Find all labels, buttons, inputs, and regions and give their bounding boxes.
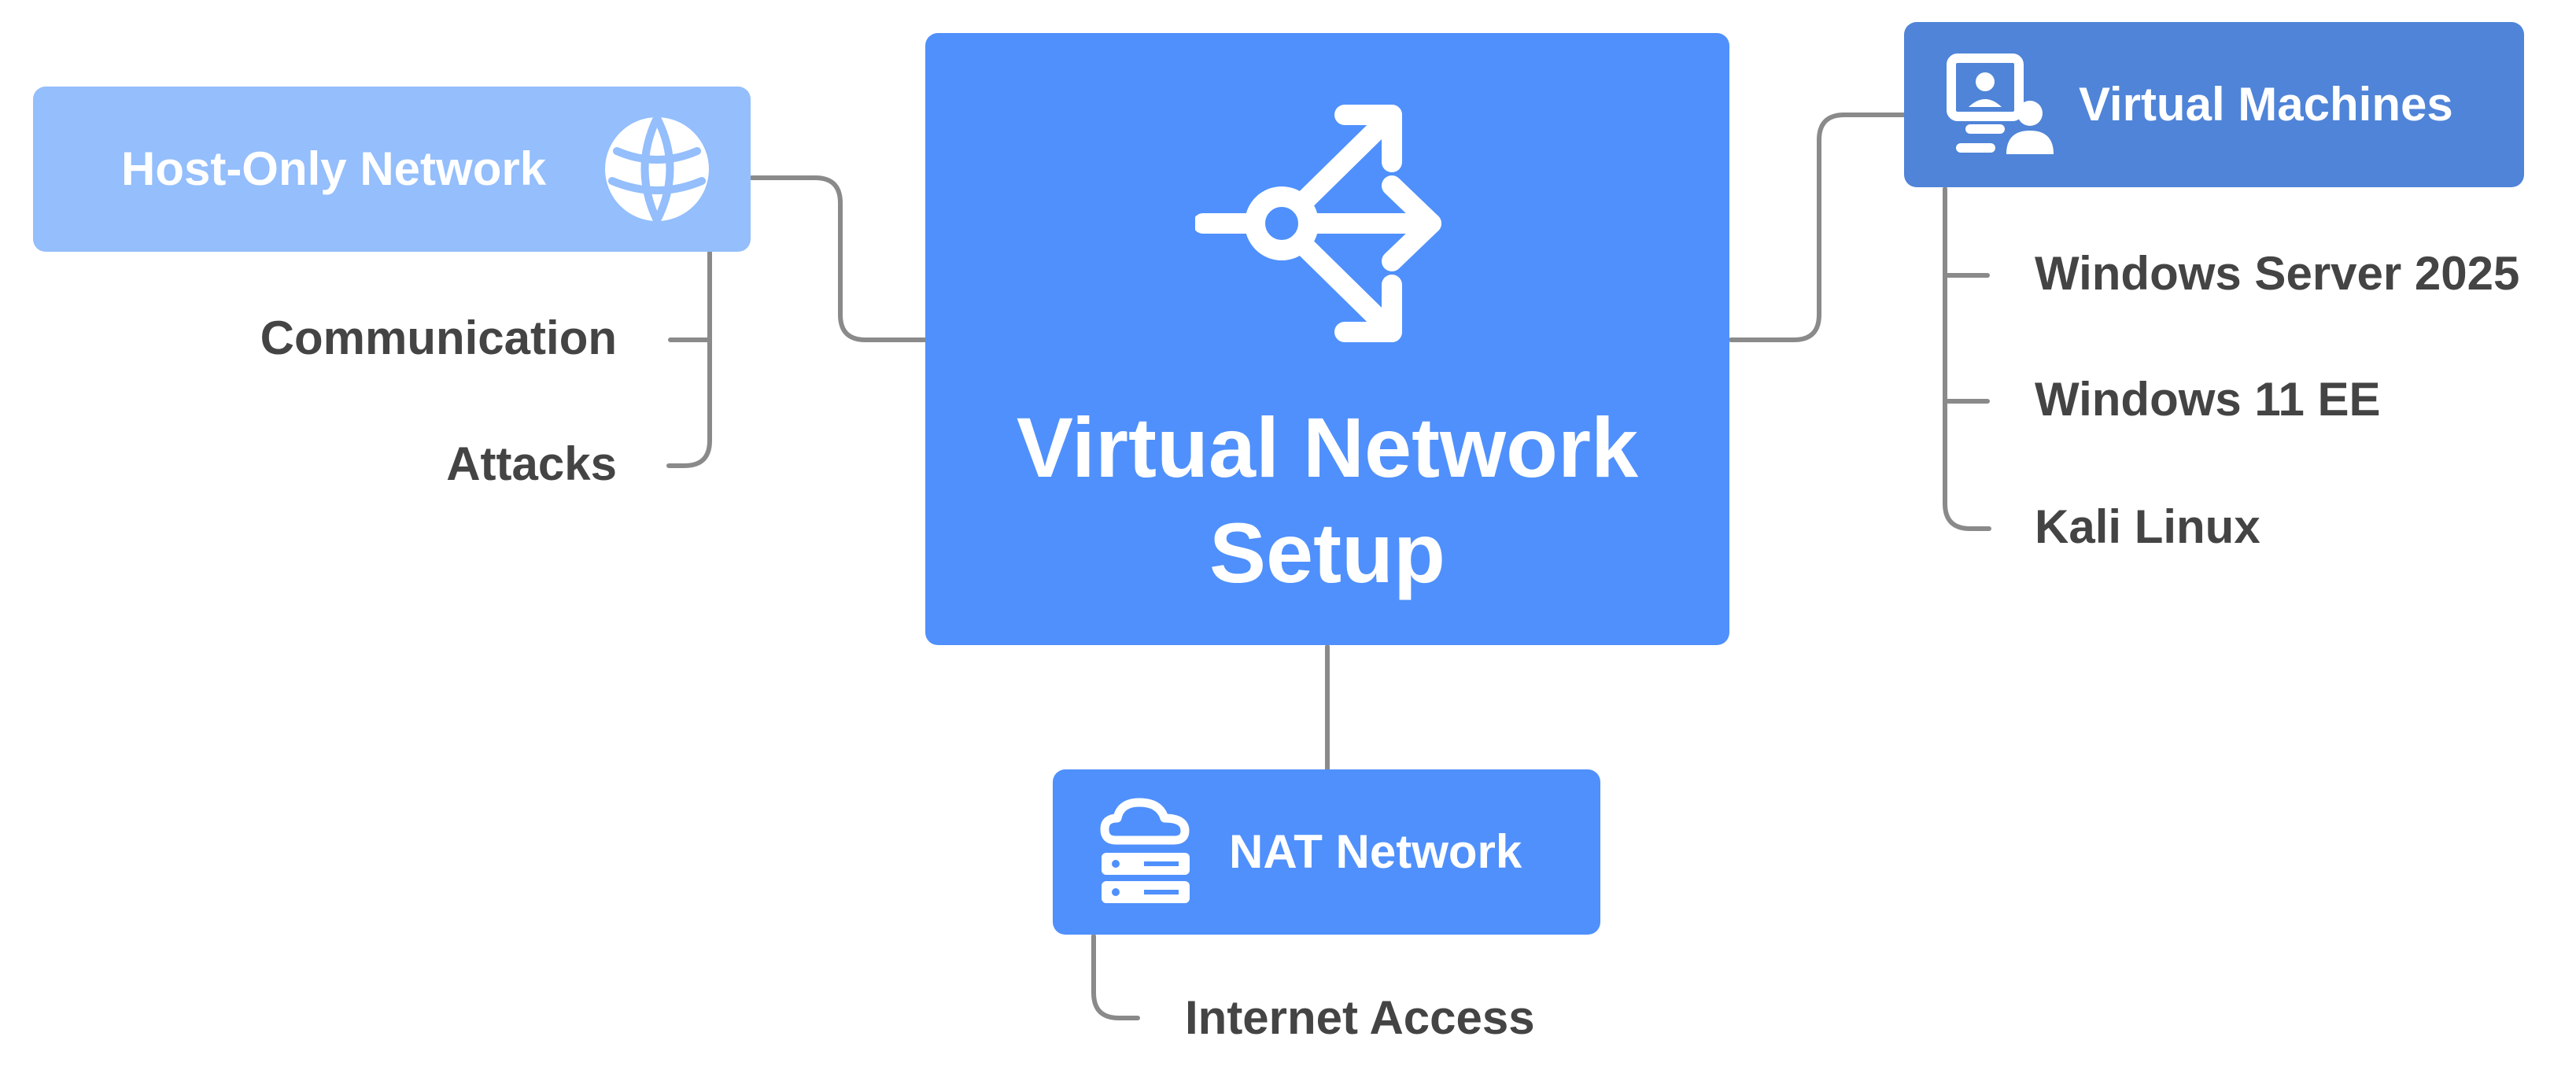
host-only-child-communication: Communication — [260, 312, 617, 364]
nat-network-title: NAT Network — [1229, 825, 1522, 878]
connector-internet-access — [1091, 934, 1140, 1020]
connector-host-only-trunk — [666, 249, 712, 468]
host-only-network-node: Host-Only Network — [33, 87, 751, 252]
connector-virtual-machines-trunk — [1943, 186, 1991, 531]
virtual-machines-node: Virtual Machines — [1904, 22, 2524, 187]
host-only-child-attacks: Attacks — [446, 437, 617, 490]
globe-icon — [605, 114, 709, 224]
nat-network-node: NAT Network — [1053, 769, 1600, 935]
vm-child-windows-server-2025: Windows Server 2025 — [2035, 247, 2520, 300]
remote-desktop-user-icon — [1947, 53, 2054, 154]
connector-center-virtual-machines — [1729, 113, 1906, 342]
connector-center-host-only — [749, 175, 927, 342]
center-node: Virtual Network Setup — [925, 33, 1729, 645]
vm-child-windows-11-ee: Windows 11 EE — [2035, 373, 2381, 426]
cloud-server-icon — [1100, 798, 1190, 903]
vm-child-kali-linux: Kali Linux — [2035, 500, 2260, 553]
host-only-network-title: Host-Only Network — [121, 142, 547, 195]
virtual-machines-title: Virtual Machines — [2079, 78, 2453, 131]
center-title: Virtual Network Setup — [1016, 400, 1639, 600]
nat-child-internet-access: Internet Access — [1185, 991, 1535, 1044]
share-network-icon — [1195, 105, 1441, 342]
